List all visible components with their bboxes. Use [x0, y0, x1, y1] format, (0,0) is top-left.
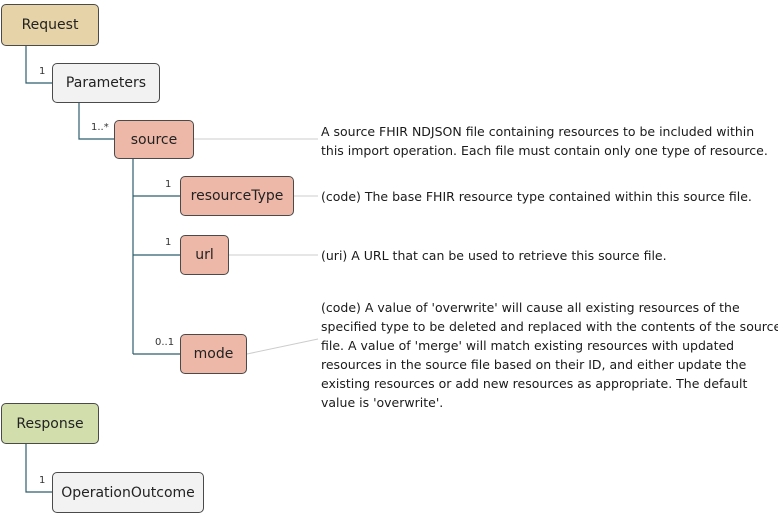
resourcetype-description-line: (code) The base FHIR resource type conta… [321, 189, 752, 204]
mode-description-line: specified type to be deleted and replace… [321, 319, 778, 334]
connector-request-parameters [25, 46, 52, 84]
source-description: A source FHIR NDJSON file containing res… [321, 122, 768, 160]
mode-description-line: file. A value of 'merge' will match exis… [321, 338, 735, 353]
mode-description: (code) A value of 'overwrite' will cause… [321, 298, 778, 412]
response-node: Response [1, 403, 99, 444]
leader-mode [246, 338, 319, 355]
source-description-line: A source FHIR NDJSON file containing res… [321, 124, 755, 139]
connector-response-operationoutcome [25, 444, 52, 493]
source-node: source [114, 120, 194, 159]
source-cardinality: 1..* [91, 122, 109, 133]
mode-description-line: value is 'overwrite'. [321, 395, 444, 410]
mode-node: mode [180, 334, 247, 374]
connector-parameters-source [78, 103, 114, 140]
mode-description-line: resources in the source file based on th… [321, 357, 747, 372]
parameters-node: Parameters [52, 63, 160, 103]
resourcetype-description: (code) The base FHIR resource type conta… [321, 187, 752, 206]
source-description-line: this import operation. Each file must co… [321, 143, 768, 158]
resourcetype-cardinality: 1 [165, 179, 172, 190]
mode-description-line: (code) A value of 'overwrite' will cause… [321, 300, 740, 315]
resourcetype-node: resourceType [180, 176, 294, 216]
url-cardinality: 1 [165, 237, 172, 248]
operationoutcome-cardinality: 1 [39, 475, 46, 486]
operationoutcome-node: OperationOutcome [52, 472, 204, 513]
mode-cardinality: 0..1 [155, 337, 175, 348]
parameters-cardinality: 1 [39, 66, 46, 77]
mode-description-line: existing resources or add new resources … [321, 376, 748, 391]
url-description: (uri) A URL that can be used to retrieve… [321, 246, 667, 265]
request-node: Request [1, 4, 99, 46]
url-description-line: (uri) A URL that can be used to retrieve… [321, 248, 667, 263]
url-node: url [180, 235, 229, 275]
